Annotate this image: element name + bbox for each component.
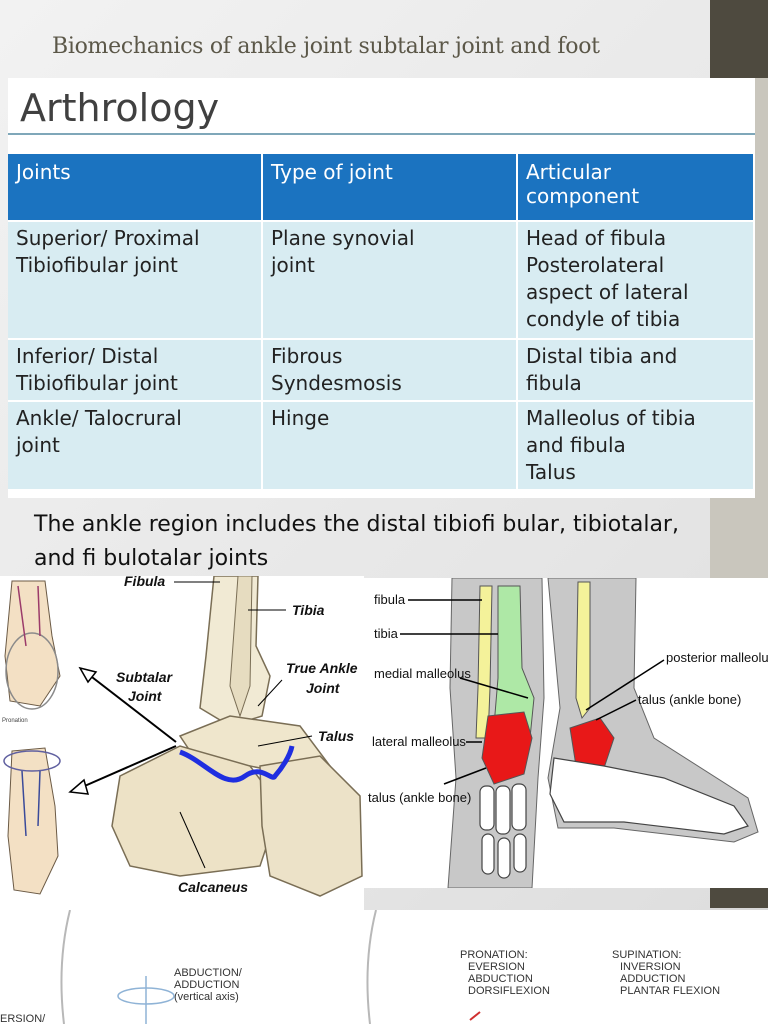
- side-foot-bones: [549, 757, 749, 835]
- heading-divider: [8, 133, 755, 135]
- pronation-small-label: Pronation: [2, 718, 28, 724]
- cell-joint: Ankle/ Talocrural joint: [8, 400, 263, 489]
- cell-type: Hinge: [262, 400, 518, 489]
- cell-type: Fibrous Syndesmosis: [262, 338, 518, 401]
- label-supination: PLANTAR FLEXION: [620, 985, 720, 997]
- fibula-bone: [229, 576, 253, 718]
- cell-line: Ankle/ Talocrural: [16, 406, 182, 430]
- foot-motion-figure: ABDUCTION/ ADDUCTION (vertical axis) ERS…: [0, 910, 768, 1024]
- cell-line: Talus: [526, 460, 576, 484]
- cell-line: condyle of tibia: [526, 307, 681, 331]
- foot-thumbnail-bottom: [3, 747, 61, 895]
- foot-thumbnail-top: [4, 580, 61, 710]
- label-tibia: Tibia: [292, 602, 325, 618]
- label-fibula: fibula: [374, 592, 406, 607]
- label-supination: ADDUCTION: [620, 973, 685, 985]
- cell-line: Malleolus of tibia: [526, 406, 696, 430]
- label-calcaneus: Calcaneus: [178, 879, 248, 895]
- cell-line: Tibiofibular joint: [16, 253, 178, 277]
- front-talus: [481, 711, 533, 785]
- cell-line: Syndesmosis: [271, 371, 402, 395]
- cell-line: aspect of lateral: [526, 280, 689, 304]
- label-subtalar: Subtalar: [116, 669, 174, 685]
- label-edge: ERSION/: [0, 1013, 46, 1024]
- arthrology-table: Joints Type of joint Articular component…: [8, 154, 755, 489]
- header-component-line: component: [526, 184, 640, 208]
- label-pronation: PRONATION:: [460, 949, 528, 961]
- cell-line: joint: [271, 253, 315, 277]
- label-fibula: Fibula: [124, 576, 165, 589]
- cell-line: joint: [16, 433, 60, 457]
- table-row: Superior/ Proximal Tibiofibular joint Pl…: [8, 220, 755, 339]
- label-true-ankle: Joint: [306, 680, 341, 696]
- table-row: Inferior/ Distal Tibiofibular joint Fibr…: [8, 338, 755, 401]
- arthrology-heading: Arthrology: [20, 86, 220, 130]
- table-row: Ankle/ Talocrural joint Hinge Malleolus …: [8, 400, 755, 489]
- front-tibia: [493, 585, 535, 739]
- cell-component: Malleolus of tibia and fibula Talus: [517, 400, 755, 489]
- label-talus: Talus: [318, 728, 354, 744]
- label-pronation: EVERSION: [468, 961, 525, 973]
- cell-line: Superior/ Proximal: [16, 226, 200, 250]
- label-true-ankle: True Ankle: [286, 660, 358, 676]
- label-abduction: ABDUCTION/: [174, 967, 243, 979]
- label-tibia: tibia: [374, 626, 399, 641]
- subtalar-arrow: [87, 673, 177, 743]
- cell-line: Posterolateral: [526, 253, 665, 277]
- cell-line: Hinge: [271, 406, 330, 430]
- cell-line: Plane synovial: [271, 226, 415, 250]
- label-supination: INVERSION: [620, 961, 681, 973]
- front-foot-bones: [479, 783, 527, 879]
- label-lateral-malleolus: lateral malleolus: [372, 734, 466, 749]
- cell-line: Inferior/ Distal: [16, 344, 159, 368]
- label-vertical-axis: (vertical axis): [174, 991, 239, 1003]
- label-pronation: ABDUCTION: [468, 973, 533, 985]
- label-pronation: DORSIFLEXION: [468, 985, 550, 997]
- cell-type: Plane synovial joint: [262, 220, 518, 339]
- header-type: Type of joint: [262, 154, 518, 221]
- slide-title: Biomechanics of ankle joint subtalar joi…: [52, 34, 600, 59]
- caption-line: The ankle region includes the distal tib…: [34, 512, 679, 537]
- subtalar-arrow-lower: [79, 745, 177, 789]
- header-component-line: Articular: [526, 160, 612, 184]
- cell-line: fibula: [526, 371, 582, 395]
- subtalar-joint-line: [179, 745, 295, 783]
- label-medial-malleolus: medial malleolus: [374, 666, 471, 681]
- header-component: Articular component: [517, 154, 755, 221]
- cell-line: and fibula: [526, 433, 626, 457]
- cell-line: Tibiofibular joint: [16, 371, 178, 395]
- header-joints: Joints: [8, 154, 263, 221]
- label-subtalar: Joint: [128, 688, 163, 704]
- cell-joint: Superior/ Proximal Tibiofibular joint: [8, 220, 263, 339]
- cell-line: Head of fibula: [526, 226, 667, 250]
- slide-caption: The ankle region includes the distal tib…: [34, 508, 734, 576]
- midfoot-bones: [259, 755, 363, 897]
- ankle-colored-figure: fibula tibia medial malleolus lateral ma…: [364, 578, 768, 888]
- label-supination: SUPINATION:: [612, 949, 681, 961]
- label-talus-front: talus (ankle bone): [368, 790, 471, 805]
- caption-line: and fi bulotalar joints: [34, 546, 269, 571]
- cell-line: Distal tibia and: [526, 344, 678, 368]
- cell-line: Fibrous: [271, 344, 343, 368]
- cell-component: Distal tibia and fibula: [517, 338, 755, 401]
- side-talus: [569, 717, 615, 769]
- cell-joint: Inferior/ Distal Tibiofibular joint: [8, 338, 263, 401]
- side-fibula: [575, 581, 591, 720]
- table-header-row: Joints Type of joint Articular component: [8, 154, 755, 221]
- ankle-lateral-figure: Pronation Fibula Tibia Subtalar Joint Tr…: [0, 576, 364, 910]
- cell-component: Head of fibula Posterolateral aspect of …: [517, 220, 755, 339]
- label-talus-side: talus (ankle bone): [638, 692, 741, 707]
- label-posterior-malleolus: posterior malleolus: [666, 650, 768, 665]
- arthrology-table-panel: Arthrology Joints Type of joint Articula…: [8, 78, 755, 498]
- label-adduction: ADDUCTION: [174, 979, 239, 991]
